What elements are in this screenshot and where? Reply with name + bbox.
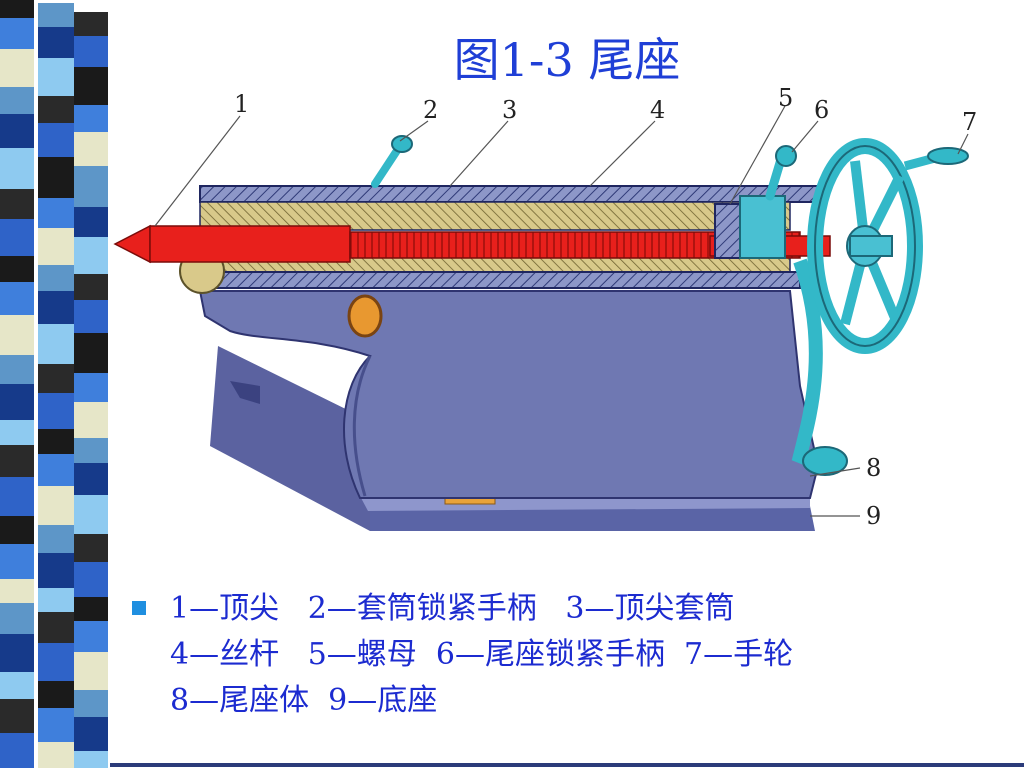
stripe-block: [74, 597, 108, 621]
callout-4: 4: [650, 96, 665, 124]
stripe-block: [74, 300, 108, 333]
decorative-stripe-strip: [0, 0, 108, 768]
stripe-block: [0, 516, 34, 544]
stripe-block: [0, 256, 34, 282]
callout-3: 3: [502, 96, 517, 124]
stripe-block: [38, 525, 74, 553]
stripe-block: [0, 477, 34, 516]
stripe-block: [0, 219, 34, 256]
nut-part: [714, 195, 786, 259]
stripe-block: [74, 690, 108, 717]
stripe-block: [38, 228, 74, 265]
stripe-block: [74, 438, 108, 463]
stripe-block: [0, 579, 34, 603]
stripe-block: [38, 96, 74, 123]
stripe-block: [74, 67, 108, 105]
callout-5: 5: [778, 86, 793, 112]
bullet-square-icon: [132, 601, 146, 615]
stripe-block: [38, 291, 74, 324]
legend-line-3: 8—尾座体 9—底座: [170, 683, 438, 718]
slide-title: 图1-3 尾座: [453, 33, 681, 87]
stripe-block: [74, 495, 108, 534]
stripe-block: [74, 333, 108, 373]
bottom-rule: [110, 763, 1024, 767]
tailstock-lock-handle: [765, 145, 797, 201]
stripe-block: [74, 274, 108, 300]
stripe-block: [74, 373, 108, 402]
stripe-block: [38, 742, 74, 768]
sleeve-lock-handle: [371, 135, 413, 188]
stripe-block: [0, 87, 34, 114]
stripe-block: [0, 634, 34, 672]
stripe-block: [38, 364, 74, 393]
stripe-block: [38, 454, 74, 486]
stripe-block: [0, 315, 34, 355]
callout-numbers: 1 2 3 4 5 6 7 8 9: [234, 86, 977, 530]
stripe-block: [74, 717, 108, 751]
stripe-block: [74, 132, 108, 166]
stripe-block: [0, 672, 34, 699]
stripe-block: [74, 12, 108, 36]
stripe-block: [74, 534, 108, 562]
stripe-block: [38, 3, 74, 27]
stripe-block: [38, 643, 74, 681]
stripe-block: [0, 148, 34, 189]
callout-9: 9: [866, 502, 881, 530]
stripe-block: [74, 105, 108, 132]
legend-line-1: 1—顶尖 2—套筒锁紧手柄 3—顶尖套筒: [170, 591, 735, 626]
tailstock-body: [198, 290, 820, 499]
callout-6: 6: [814, 96, 829, 124]
stripe-block: [38, 265, 74, 291]
stripe-block: [74, 207, 108, 237]
stripe-block: [38, 198, 74, 228]
stripe-block: [38, 123, 74, 157]
stripe-block: [0, 114, 34, 148]
stripe-block: [74, 36, 108, 67]
stripe-block: [38, 393, 74, 429]
stripe-block: [38, 486, 74, 525]
tailstock-diagram: 1 2 3 4 5 6 7 8 9: [113, 86, 977, 531]
handwheel: [791, 138, 969, 476]
stripe-block: [74, 166, 108, 207]
stripe-block: [38, 27, 74, 58]
callout-7: 7: [962, 108, 977, 136]
stripe-block: [38, 588, 74, 612]
stripe-block: [38, 553, 74, 588]
callout-leaders: [154, 105, 969, 517]
stripe-block: [0, 355, 34, 384]
stripe-block: [38, 612, 74, 643]
stripe-block: [74, 402, 108, 438]
callout-1: 1: [234, 90, 249, 118]
stripe-block: [38, 681, 74, 708]
stripe-block: [0, 189, 34, 219]
stripe-block: [74, 463, 108, 495]
stripe-block: [38, 157, 74, 198]
stripe-block: [0, 384, 34, 420]
stripe-block: [0, 0, 34, 18]
stripe-block: [0, 603, 34, 634]
stripe-block: [38, 429, 74, 454]
stripe-block: [0, 699, 34, 733]
stripe-block: [74, 751, 108, 768]
stripe-block: [74, 652, 108, 690]
stripe-block: [38, 324, 74, 364]
stripe-block: [0, 445, 34, 477]
stripe-block: [0, 733, 34, 768]
callout-8: 8: [866, 454, 881, 482]
stripe-block: [38, 58, 74, 96]
callout-2: 2: [423, 96, 438, 124]
stripe-block: [74, 562, 108, 597]
stripe-block: [0, 282, 34, 315]
stripe-block: [0, 49, 34, 87]
parts-legend: 1—顶尖 2—套筒锁紧手柄 3—顶尖套筒 4—丝杆 5—螺母 6—尾座锁紧手柄 …: [132, 586, 992, 724]
legend-line-2: 4—丝杆 5—螺母 6—尾座锁紧手柄 7—手轮: [170, 637, 794, 672]
stripe-block: [74, 237, 108, 274]
stripe-block: [38, 708, 74, 742]
stripe-block: [0, 420, 34, 445]
stripe-block: [0, 544, 34, 579]
stripe-block: [0, 18, 34, 49]
stripe-block: [74, 621, 108, 652]
